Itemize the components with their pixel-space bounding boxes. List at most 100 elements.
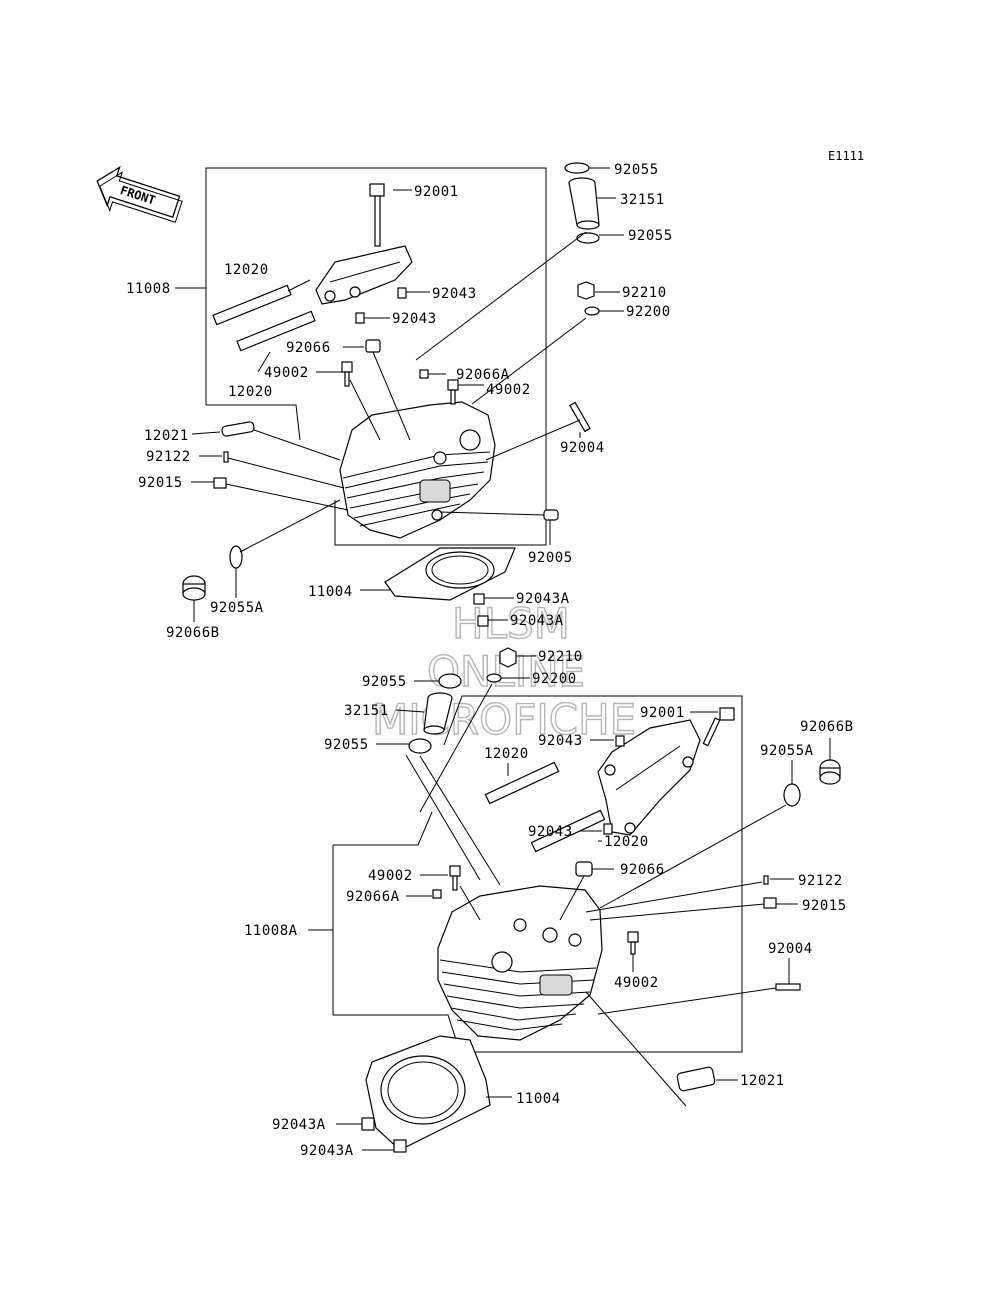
cap-92066B [182, 575, 206, 601]
label-top-32151: 32151 [620, 192, 665, 208]
label-mid-11004: 11004 [308, 584, 353, 600]
bolt-92001-front [702, 707, 735, 747]
label-top-49002-b: 49002 [486, 382, 531, 398]
tube-32151-mid [423, 692, 453, 735]
label-top-92210: 92210 [622, 285, 667, 301]
label-mid-92210: 92210 [538, 649, 583, 665]
label-bot-92001: 92001 [640, 705, 685, 721]
washer-92200 [584, 306, 600, 316]
bolt-92001 [369, 183, 385, 247]
dowel-92043-b [355, 312, 365, 324]
diagram-code: E1111 [828, 149, 864, 163]
front-head-group [308, 683, 841, 1153]
label-top-49002-a: 49002 [264, 365, 309, 381]
label-mid-92200: 92200 [532, 671, 577, 687]
rocker-shaft-12020-b [236, 310, 316, 352]
label-top-12020-b: 12020 [228, 384, 273, 400]
rocker-shaft-12020-c [484, 761, 560, 805]
label-bot-92066B: 92066B [800, 719, 854, 735]
pin-92122 [223, 451, 229, 463]
dowel-92043-a [397, 287, 407, 299]
gasket-12021-front [676, 1066, 716, 1092]
label-bot-12021: 12021 [740, 1073, 785, 1089]
label-bot-92043A-a: 92043A [272, 1117, 326, 1133]
o-ring-92055-a [564, 162, 590, 174]
label-bot-92043-b: 92043 [528, 824, 573, 840]
valve-49002-d [627, 931, 639, 955]
plug-92066 [365, 339, 381, 353]
bolt-92015 [213, 477, 227, 489]
o-ring-92055-b [576, 232, 600, 244]
label-top-92200: 92200 [626, 304, 671, 320]
gasket-12021 [221, 421, 255, 437]
label-mid-32151: 32151 [344, 703, 389, 719]
label-bot-92122: 92122 [798, 873, 843, 889]
label-bot-12020-a: 12020 [484, 746, 529, 762]
label-top-92066B: 92066B [166, 625, 220, 641]
label-top-11008: 11008 [126, 281, 171, 297]
bolt-92015-front [763, 897, 777, 909]
base-gasket-11004 [365, 1035, 491, 1151]
fitting-92005 [543, 509, 559, 521]
dowel-92043-c [615, 735, 625, 747]
rear-rocker-case [315, 245, 413, 305]
label-top-92055-a: 92055 [614, 162, 659, 178]
dowel-92043A-b [477, 615, 489, 627]
nut-92210 [577, 281, 595, 300]
label-top-92066: 92066 [286, 340, 331, 356]
pin-92122-front [763, 875, 769, 885]
label-mid-92055-b: 92055 [324, 737, 369, 753]
watermark-line-3: MICROFICHE [372, 695, 636, 744]
rocker-shaft-12020-a [212, 284, 292, 326]
plug-92066-front [575, 861, 593, 877]
label-bot-92066A: 92066A [346, 889, 400, 905]
dowel-92043A-d [393, 1139, 407, 1153]
label-bot-92055A: 92055A [760, 743, 814, 759]
dowel-92043A-c [361, 1117, 375, 1131]
stud-92004 [569, 401, 591, 433]
label-top-92015: 92015 [138, 475, 183, 491]
nut-92210-mid [499, 647, 517, 668]
label-top-92004: 92004 [560, 440, 605, 456]
rear-cylinder-head [339, 401, 496, 539]
watermark-line-1: HLSM [452, 599, 570, 648]
label-bot-49002-b: 49002 [614, 975, 659, 991]
label-top-92001: 92001 [414, 184, 459, 200]
head-gasket-11004 [384, 547, 516, 601]
label-mid-92043A-a: 92043A [516, 591, 570, 607]
label-bot-92015: 92015 [802, 898, 847, 914]
label-top-12021: 12021 [144, 428, 189, 444]
front-arrow-icon: FRONT [96, 165, 183, 223]
label-mid-92055-a: 92055 [362, 674, 407, 690]
label-top-92043-b: 92043 [392, 311, 437, 327]
washer-92200-mid [486, 673, 502, 683]
front-cylinder-head [437, 885, 603, 1041]
plug-92066A [419, 369, 429, 379]
o-ring-92055A [229, 545, 243, 569]
label-top-92055A: 92055A [210, 600, 264, 616]
dowel-92043-d [603, 823, 613, 835]
valve-49002-a [341, 361, 353, 387]
label-bot-49002-a: 49002 [368, 868, 413, 884]
label-bot-92066: 92066 [620, 862, 665, 878]
label-bot-92004: 92004 [768, 941, 813, 957]
label-top-92055-b: 92055 [628, 228, 673, 244]
front-rocker-case [597, 719, 701, 836]
valve-49002-b [447, 379, 459, 405]
label-bot-11008A: 11008A [244, 923, 298, 939]
label-bot-11004: 11004 [516, 1091, 561, 1107]
stud-92004-front [775, 983, 801, 991]
o-ring-92055-mid-a [438, 673, 462, 689]
part-labels: 92055 32151 92055 92001 11008 12020 9204… [126, 162, 854, 1159]
label-bot-12020-b: 12020 [604, 834, 649, 850]
label-bot-92043-a: 92043 [538, 733, 583, 749]
cap-92066B-front [819, 759, 841, 785]
o-ring-92055A-front [783, 783, 801, 807]
middle-gasket-group [360, 547, 536, 754]
label-top-92122: 92122 [146, 449, 191, 465]
plug-92066A-front [432, 889, 442, 899]
o-ring-92055-mid-b [408, 738, 432, 754]
label-mid-92043A-b: 92043A [510, 613, 564, 629]
valve-49002-c [449, 865, 461, 891]
